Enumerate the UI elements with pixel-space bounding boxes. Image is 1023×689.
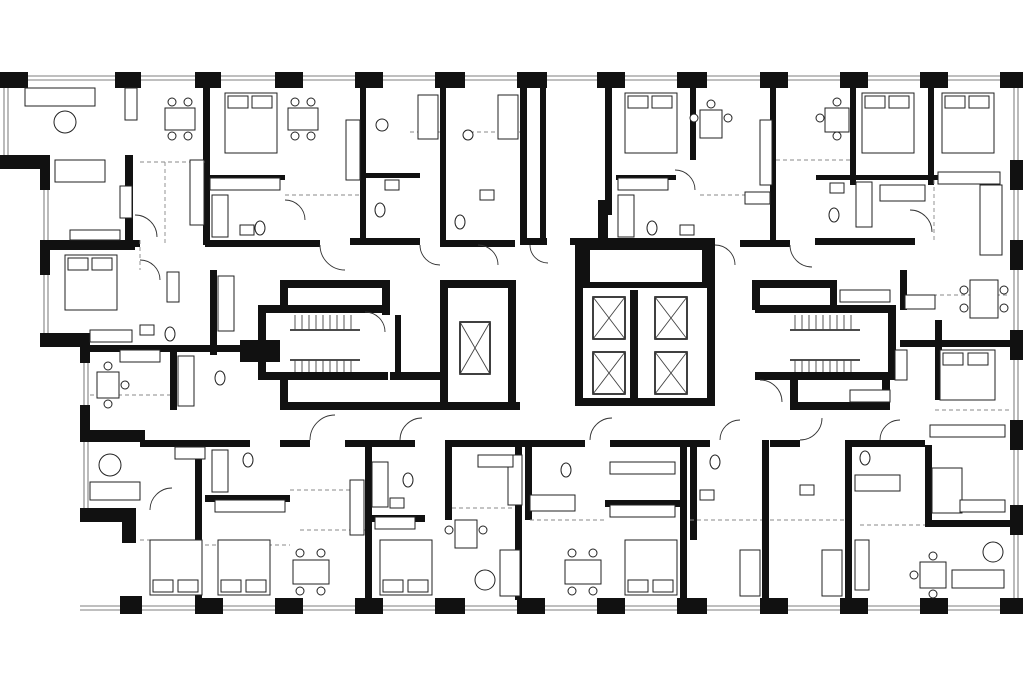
bathtub-icon bbox=[177, 181, 926, 512]
door-swings bbox=[134, 169, 933, 511]
sofa-icon bbox=[24, 87, 1005, 597]
elevator-shaft bbox=[592, 296, 688, 395]
left-stair-core bbox=[258, 280, 520, 410]
central-elevator-core bbox=[575, 238, 715, 406]
toilet-icon bbox=[164, 202, 871, 488]
sink-icon bbox=[139, 179, 845, 509]
exterior-walls bbox=[0, 72, 1023, 614]
kitchen-counter-icon bbox=[119, 119, 936, 591]
wardrobe-icon bbox=[89, 171, 1006, 530]
plant-icon bbox=[53, 110, 1004, 591]
middle-walls bbox=[88, 270, 1020, 410]
dining-table-icon bbox=[96, 97, 1009, 599]
desk-icon bbox=[69, 87, 1006, 513]
double-bed-icon bbox=[64, 92, 996, 596]
